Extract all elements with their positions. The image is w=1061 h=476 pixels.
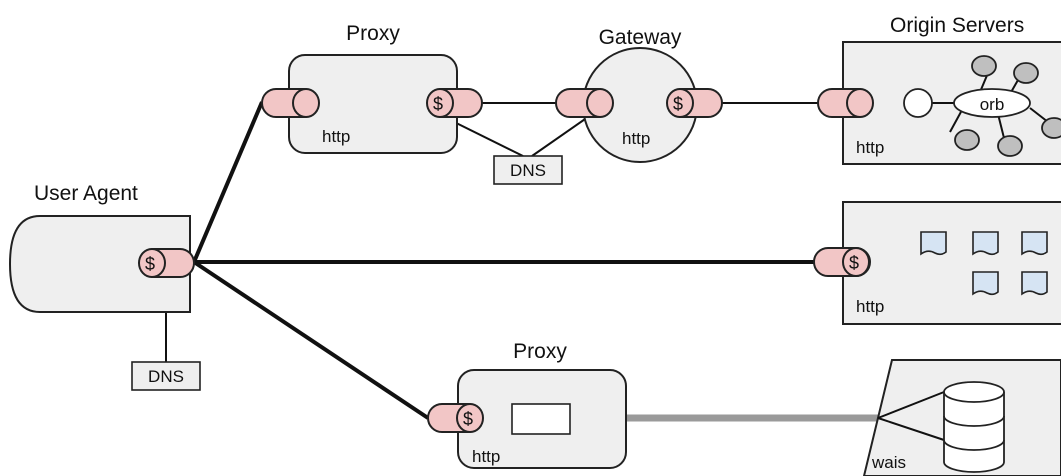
document-icon <box>1021 271 1048 296</box>
document-icon <box>972 231 999 256</box>
origin-1-connector <box>817 88 874 118</box>
link-user-agent-to-proxy-bottom <box>192 260 430 420</box>
origin-3-protocol: wais <box>871 453 906 472</box>
proxy-top-right-connector: $ <box>426 88 483 118</box>
proxy-bottom-module <box>511 403 571 435</box>
origin-2-shape <box>842 201 1061 325</box>
origin-server-wais[interactable]: wais <box>862 359 1061 476</box>
document-icon <box>972 271 999 296</box>
wais-link-upper <box>877 391 945 419</box>
proxy-top-protocol: http <box>322 127 350 146</box>
proxy-top-title: Proxy <box>346 22 400 45</box>
orb-network: orb <box>903 55 1061 157</box>
cache-icon: $ <box>463 409 473 429</box>
orb-ellipse <box>953 88 1031 118</box>
dns-top[interactable]: DNS <box>493 155 563 185</box>
proxy-top-node[interactable]: Proxy http $ <box>261 22 483 154</box>
cache-icon: $ <box>145 254 155 274</box>
proxy-bottom-protocol: http <box>472 447 500 466</box>
user-agent-title: User Agent <box>34 182 138 205</box>
dns-user-agent-label: DNS <box>148 367 184 386</box>
cache-icon: $ <box>433 94 443 114</box>
gateway-node[interactable]: Gateway http $ <box>555 26 723 163</box>
dns-top-label: DNS <box>510 161 546 180</box>
document-icon <box>1021 231 1048 256</box>
proxy-bottom-title: Proxy <box>513 340 567 363</box>
origin-2-protocol: http <box>856 297 884 316</box>
user-agent-connector: $ <box>138 248 195 278</box>
origin-2-connector: $ <box>813 247 871 277</box>
wais-link-lower <box>877 417 945 441</box>
gateway-right-connector: $ <box>666 88 723 118</box>
proxy-bottom-node[interactable]: Proxy http $ <box>427 340 627 469</box>
gateway-left-connector <box>555 88 614 118</box>
database-icon <box>943 381 1005 473</box>
document-icon <box>920 231 947 256</box>
proxy-top-left-connector <box>261 88 320 118</box>
user-agent-node[interactable]: User Agent $ <box>8 182 195 313</box>
document-icons <box>920 231 1048 296</box>
proxy-bottom-connector: $ <box>427 403 484 433</box>
origin-server-orb[interactable]: http orb <box>817 41 1061 165</box>
origin-servers-title: Origin Servers <box>890 14 1024 37</box>
link-user-agent-to-proxy <box>192 101 264 263</box>
origin-1-protocol: http <box>856 138 884 157</box>
cache-icon: $ <box>673 94 683 114</box>
origin-server-documents[interactable]: http $ <box>813 201 1061 325</box>
cache-icon: $ <box>849 253 859 273</box>
gateway-protocol: http <box>622 129 650 148</box>
user-agent-shape <box>8 215 191 313</box>
gateway-title: Gateway <box>599 26 682 49</box>
orb-label: orb <box>980 95 1005 114</box>
link-gateway-to-dns <box>531 116 589 157</box>
dns-user-agent[interactable]: DNS <box>131 361 201 391</box>
